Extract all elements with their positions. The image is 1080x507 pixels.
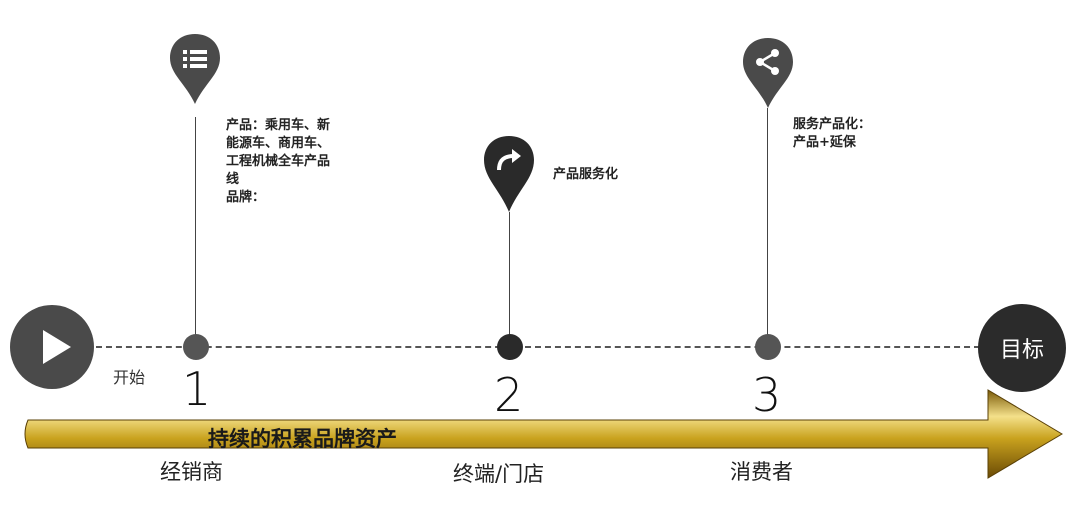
- step3-number: 3: [752, 368, 782, 422]
- share-icon: [756, 49, 779, 75]
- step1-dot: [183, 334, 209, 360]
- timeline-line: [96, 346, 980, 348]
- step1-stem: [195, 117, 196, 335]
- step1-number: 1: [182, 362, 212, 416]
- step2-desc: 产品服务化: [553, 166, 618, 184]
- step3-desc: 服务产品化： 产品+延保: [793, 116, 871, 152]
- gold-progress-arrow: [24, 389, 1063, 479]
- step3-pin: [741, 36, 795, 114]
- step1-desc-line: 线: [226, 172, 240, 187]
- start-label: 开始: [113, 368, 146, 387]
- stage-terminal-store: 终端/门店: [453, 462, 545, 486]
- start-play-button[interactable]: [10, 305, 94, 389]
- step2-desc-line: 产品服务化: [553, 167, 619, 182]
- goal-label: 目标: [999, 338, 1044, 363]
- arrow-label: 持续的积累品牌资产: [208, 427, 397, 451]
- step1-desc-line: 工程机械全车产品: [226, 154, 331, 169]
- step1-desc-line: 品牌：: [226, 190, 266, 205]
- step2-dot: [497, 334, 523, 360]
- stage-dealer: 经销商: [160, 460, 223, 484]
- step2-number: 2: [494, 368, 524, 422]
- step2-stem: [509, 212, 510, 336]
- step2-pin: [482, 134, 536, 218]
- step3-dot: [755, 334, 781, 360]
- step1-pin: [168, 32, 222, 110]
- stage-consumer: 消费者: [730, 460, 793, 484]
- step1-desc-line: 能源车、商用车、: [226, 136, 331, 151]
- step3-stem: [767, 108, 768, 336]
- step1-desc-line: 产品：乘用车、新: [226, 118, 331, 133]
- step3-desc-line: 产品+延保: [793, 135, 856, 150]
- step1-desc: 产品：乘用车、新 能源车、商用车、 工程机械全车产品 线 品牌：: [226, 117, 330, 207]
- step3-desc-line: 服务产品化：: [793, 117, 872, 132]
- goal-circle: 目标: [978, 304, 1066, 392]
- share-arrow-icon: [497, 149, 521, 171]
- list-icon: [183, 50, 207, 68]
- play-icon: [43, 330, 71, 364]
